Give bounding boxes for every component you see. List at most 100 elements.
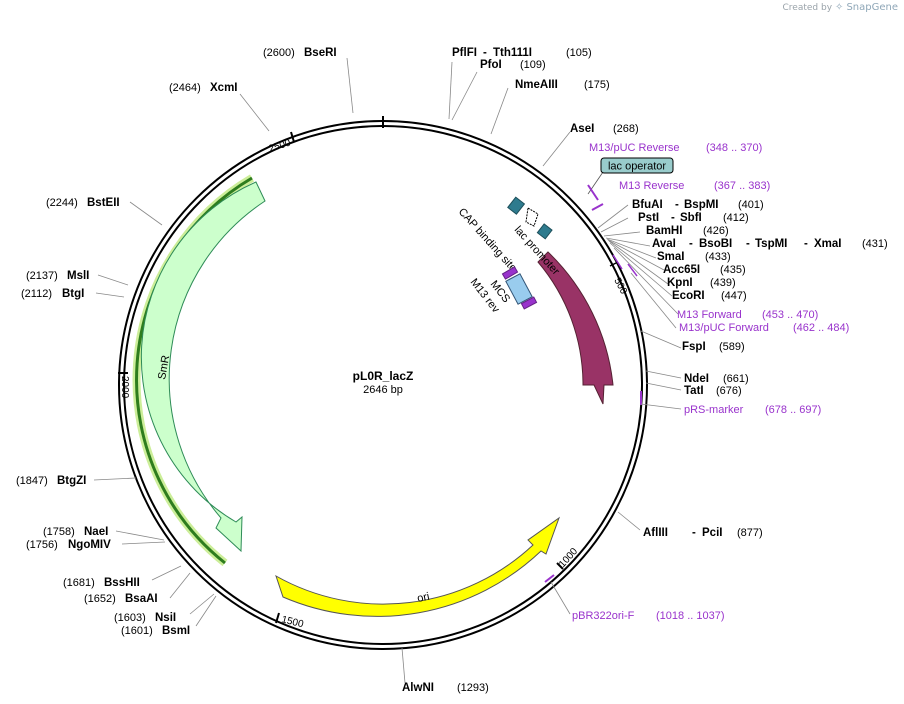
enzyme-bseri: (2600) BseRI [263, 47, 337, 59]
enzyme-avai: AvaI - BsoBI - TspMI - XmaI (431) [652, 238, 888, 250]
svg-text:-: - [689, 238, 693, 250]
svg-text:TspMI: TspMI [755, 238, 787, 250]
svg-text:-: - [483, 47, 487, 59]
primer-m13-reverse: M13 Reverse (367 .. 383) [619, 180, 770, 192]
credit-brand: SnapGene [846, 2, 898, 13]
svg-text:BstEII: BstEII [87, 197, 120, 209]
svg-text:(453 .. 470): (453 .. 470) [762, 309, 818, 321]
svg-text:lac promoter: lac promoter [512, 224, 562, 278]
svg-text:M13/pUC Reverse: M13/pUC Reverse [589, 142, 679, 154]
smr-label: SmR [156, 354, 172, 380]
enzyme-bsaai: (1652) BsaAI [84, 593, 158, 605]
svg-text:BamHI: BamHI [646, 225, 682, 237]
svg-text:(435): (435) [720, 264, 746, 276]
svg-text:AflIII: AflIII [643, 527, 668, 539]
enzyme-ngomiv: (1756) NgoMIV [26, 539, 111, 551]
enzyme-pfoi: PfoI (109) [480, 59, 546, 71]
svg-text:PstI: PstI [638, 212, 659, 224]
svg-text:XmaI: XmaI [814, 238, 842, 250]
svg-text:lac operator: lac operator [608, 161, 666, 173]
svg-text:BfuAI: BfuAI [632, 199, 663, 211]
enzyme-psti: PstI - SbfI (412) [638, 212, 749, 224]
svg-text:NsiI: NsiI [155, 612, 176, 624]
svg-text:CAP binding site: CAP binding site [456, 206, 519, 274]
svg-text:M13 Forward: M13 Forward [677, 309, 742, 321]
svg-text:NmeAIII: NmeAIII [515, 79, 558, 91]
svg-text:(412): (412) [723, 212, 749, 224]
svg-text:BtgI: BtgI [62, 288, 84, 300]
svg-text:(439): (439) [710, 277, 736, 289]
enzyme-nsii: (1603) NsiI [114, 612, 176, 624]
snapgene-logo-icon: ✧ [835, 2, 844, 13]
svg-text:(661): (661) [723, 373, 749, 385]
lac-operator-callout: lac operator [587, 157, 674, 195]
primer-m13-puc-reverse: M13/pUC Reverse (348 .. 370) [589, 142, 762, 154]
svg-text:(1018 .. 1037): (1018 .. 1037) [656, 610, 725, 622]
enzyme-xcmi: (2464) XcmI [169, 82, 238, 94]
enzyme-aflIII: AflIII - PciI (877) [643, 527, 763, 539]
enzyme-ndei: NdeI (661) [684, 373, 749, 385]
svg-text:(2137): (2137) [26, 270, 58, 282]
svg-text:(2600): (2600) [263, 47, 295, 59]
enzyme-bsteii: (2244) BstEII [46, 197, 120, 209]
enzyme-btgzi: (1847) BtgZI [16, 475, 86, 487]
svg-text:-: - [804, 238, 808, 250]
svg-text:(431): (431) [862, 238, 888, 250]
svg-text:(676): (676) [716, 385, 742, 397]
svg-text:2500: 2500 [268, 137, 293, 154]
enzyme-nmeaiii: NmeAIII (175) [515, 79, 610, 91]
svg-text:AvaI: AvaI [652, 238, 676, 250]
svg-text:(1758): (1758) [43, 526, 75, 538]
svg-text:(447): (447) [721, 290, 747, 302]
primer-prs-marker: pRS-marker (678 .. 697) [684, 404, 821, 416]
svg-text:PflFI: PflFI [452, 47, 477, 59]
enzyme-bsshii: (1681) BssHII [63, 577, 140, 589]
svg-text:Acc65I: Acc65I [663, 264, 700, 276]
leader-lines [93, 57, 682, 684]
svg-text:-: - [675, 199, 679, 211]
svg-text:(678 .. 697): (678 .. 697) [765, 404, 821, 416]
credit-prefix: Created by [782, 2, 833, 13]
svg-text:BsaAI: BsaAI [125, 593, 158, 605]
svg-text:(348 .. 370): (348 .. 370) [706, 142, 762, 154]
plasmid-name: pL0R_lacZ [353, 369, 414, 383]
svg-text:SbfI: SbfI [680, 212, 702, 224]
svg-text:EcoRI: EcoRI [672, 290, 705, 302]
tick-2500: 2500 [268, 131, 295, 155]
enzyme-msli: (2137) MslI [26, 270, 89, 282]
svg-text:(105): (105) [566, 47, 592, 59]
svg-text:FspI: FspI [682, 341, 706, 353]
primer-m13-puc-forward: M13/pUC Forward (462 .. 484) [679, 322, 849, 334]
svg-text:(433): (433) [705, 251, 731, 263]
svg-text:BspMI: BspMI [684, 199, 719, 211]
enzyme-fspi: FspI (589) [682, 341, 745, 353]
svg-text:(1603): (1603) [114, 612, 146, 624]
svg-text:BssHII: BssHII [104, 577, 140, 589]
plasmid-size: 2646 bp [363, 384, 403, 396]
svg-text:(589): (589) [719, 341, 745, 353]
svg-text:KpnI: KpnI [667, 277, 693, 289]
svg-text:(1847): (1847) [16, 475, 48, 487]
primer-m13-forward: M13 Forward (453 .. 470) [677, 309, 818, 321]
svg-text:BsmI: BsmI [162, 625, 190, 637]
svg-text:(268): (268) [613, 123, 639, 135]
svg-text:(109): (109) [520, 59, 546, 71]
enzyme-btgi: (2112) BtgI [21, 288, 84, 300]
enzyme-bsmi: (1601) BsmI [121, 625, 190, 637]
svg-text:(1681): (1681) [63, 577, 95, 589]
svg-text:BsoBI: BsoBI [699, 238, 732, 250]
svg-text:SmaI: SmaI [657, 251, 685, 263]
ori-feature: ori [275, 516, 561, 617]
svg-text:(462 .. 484): (462 .. 484) [793, 322, 849, 334]
svg-text:BtgZI: BtgZI [57, 475, 86, 487]
primer-marks [544, 184, 642, 583]
svg-text:(2244): (2244) [46, 197, 78, 209]
primer-pbr322ori-f: pBR322ori-F (1018 .. 1037) [572, 610, 725, 622]
svg-text:TatI: TatI [684, 385, 704, 397]
svg-text:(1601): (1601) [121, 625, 153, 637]
svg-text:-: - [746, 238, 750, 250]
svg-text:(426): (426) [703, 225, 729, 237]
lacz-feature: lacZα [537, 251, 614, 405]
svg-text:PfoI: PfoI [480, 59, 502, 71]
smr-feature: SmR [132, 174, 266, 567]
